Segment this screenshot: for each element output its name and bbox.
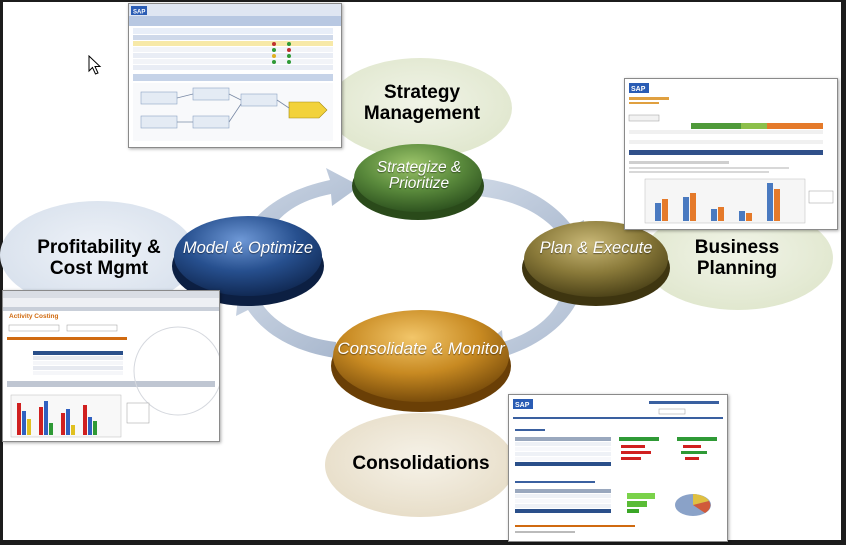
strategy-screenshot-art: SAP <box>129 4 341 141</box>
consolidations-label: Consolidations <box>352 453 490 474</box>
strategize-disc[interactable] <box>352 144 484 220</box>
profit-screenshot-title: Activity Costing <box>9 313 59 320</box>
strategy-label: Strategy Management <box>363 82 481 125</box>
consolidate-disc-label: Consolidate & Monitor <box>337 339 505 358</box>
profitability-label: Profitability & Cost Mgmt <box>37 237 161 280</box>
mouse-cursor-icon <box>88 55 102 75</box>
planning-screenshot-art: SAP <box>628 83 834 224</box>
plan-disc[interactable] <box>522 221 670 306</box>
profitability-screenshot: Activity Costing <box>2 290 220 442</box>
model-disc-label: Model & Optimize <box>182 239 314 257</box>
planning-logo: SAP <box>631 86 646 93</box>
consol-logo: SAP <box>515 402 530 409</box>
planning-bubble <box>643 206 833 310</box>
consolidate-disc[interactable] <box>331 310 511 412</box>
consolidations-screenshot-art: SAP <box>513 399 723 533</box>
strategy-screenshot: SAP <box>128 3 342 148</box>
profitability-screenshot-art: Activity Costing <box>3 291 219 438</box>
strategy-logo: SAP <box>133 10 145 16</box>
plan-disc-label: Plan & Execute <box>539 239 653 257</box>
planning-label: Business Planning <box>694 237 780 280</box>
strategy-bubble <box>328 58 512 158</box>
model-disc[interactable] <box>172 216 324 306</box>
consolidations-bubble <box>325 413 515 517</box>
planning-screenshot: SAP <box>624 78 838 230</box>
strategize-disc-label: Strategize & Prioritize <box>376 159 462 193</box>
consolidations-screenshot: SAP <box>508 394 728 542</box>
profitability-bubble <box>0 201 196 309</box>
